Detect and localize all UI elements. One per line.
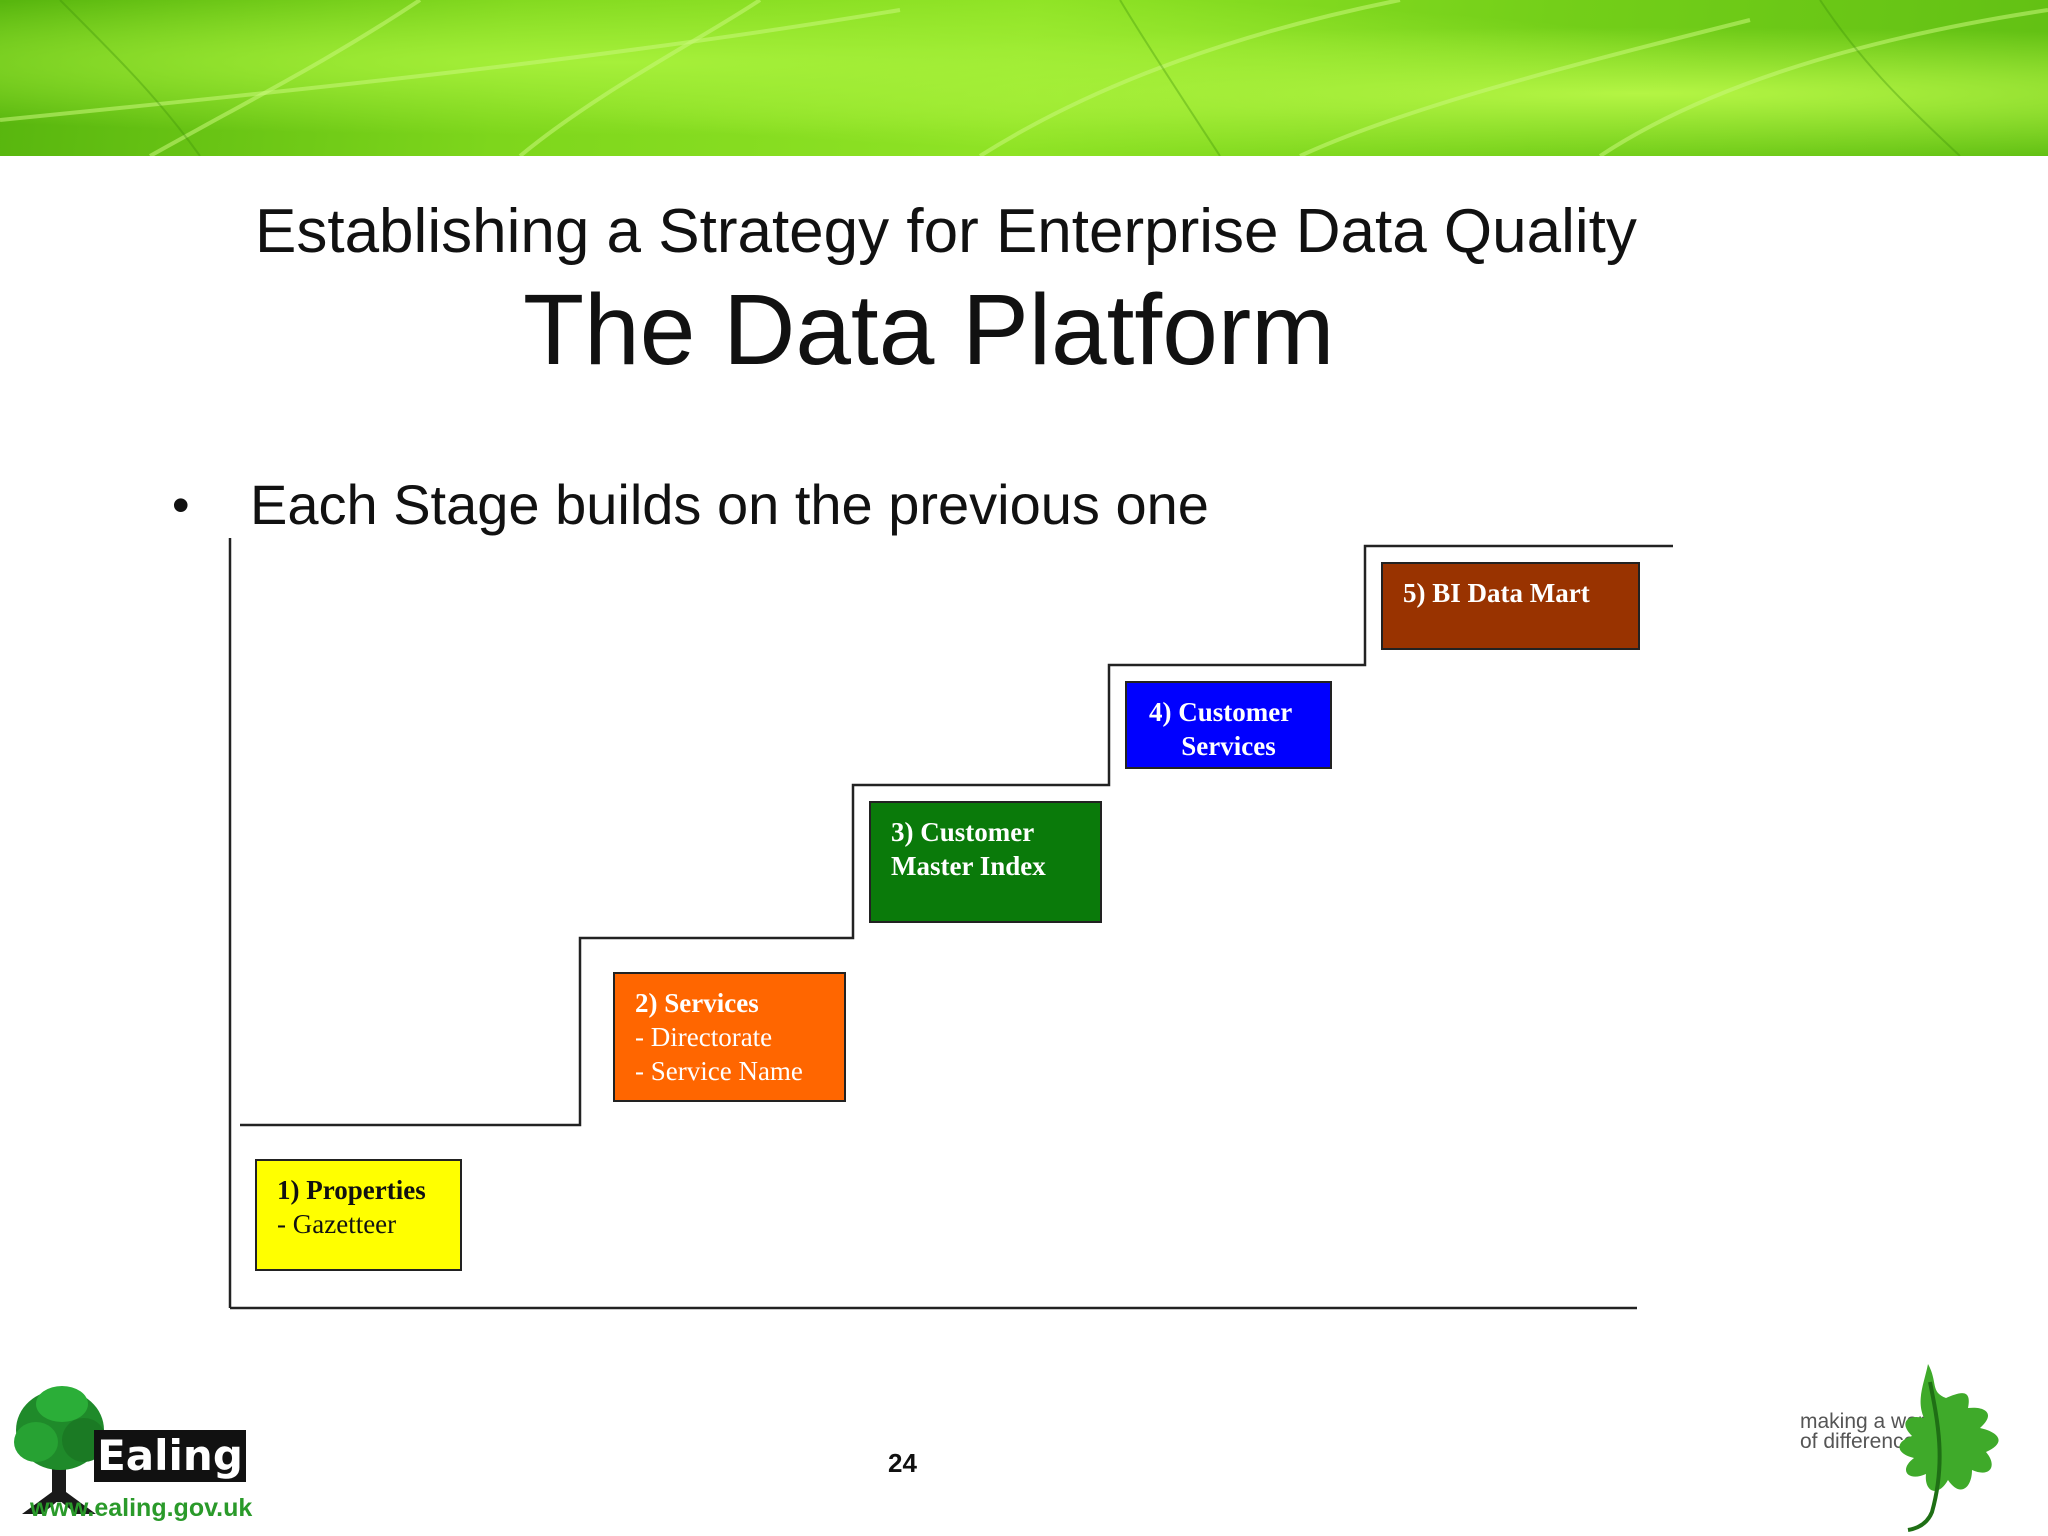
stage-box-customer-master-index: 3) Customer Master Index xyxy=(869,801,1102,923)
stage-heading: 4) Customer xyxy=(1149,697,1293,727)
leaf-banner xyxy=(0,0,2048,156)
stage-line: Services xyxy=(1181,731,1276,761)
stage-box-services: 2) Services - Directorate - Service Name xyxy=(613,972,846,1102)
ealing-logo-text: Ealing xyxy=(94,1430,246,1482)
stage-box-customer-services: 4) Customer Services xyxy=(1125,681,1332,769)
slogan-line: of difference xyxy=(1800,1430,1916,1453)
stair-steps xyxy=(240,544,1673,1127)
oak-leaf-icon xyxy=(1899,1364,1999,1532)
stage-line: - Service Name xyxy=(635,1056,803,1086)
website-url: www.ealing.gov.uk xyxy=(30,1494,253,1522)
bullet-marker: • xyxy=(172,477,190,533)
stage-box-bi-data-mart: 5) BI Data Mart xyxy=(1381,562,1640,650)
stage-heading: 1) Properties xyxy=(277,1175,426,1205)
page-number: 24 xyxy=(888,1448,917,1478)
stage-heading: 5) BI Data Mart xyxy=(1403,578,1590,608)
stage-line: - Directorate xyxy=(635,1022,773,1052)
slide-subtitle: The Data Platform xyxy=(523,274,1335,386)
stage-line: - Gazetteer xyxy=(277,1209,397,1239)
tree-icon xyxy=(14,1386,106,1514)
stage-heading: 3) Customer xyxy=(891,817,1035,847)
leaf-veins-icon xyxy=(0,0,2048,156)
stage-line: Master Index xyxy=(891,851,1046,881)
slide-title: Establishing a Strategy for Enterprise D… xyxy=(255,197,1637,266)
bullet-text: Each Stage builds on the previous one xyxy=(250,473,1209,536)
stage-heading: 2) Services xyxy=(635,988,759,1018)
stage-box-properties: 1) Properties - Gazetteer xyxy=(255,1159,462,1271)
